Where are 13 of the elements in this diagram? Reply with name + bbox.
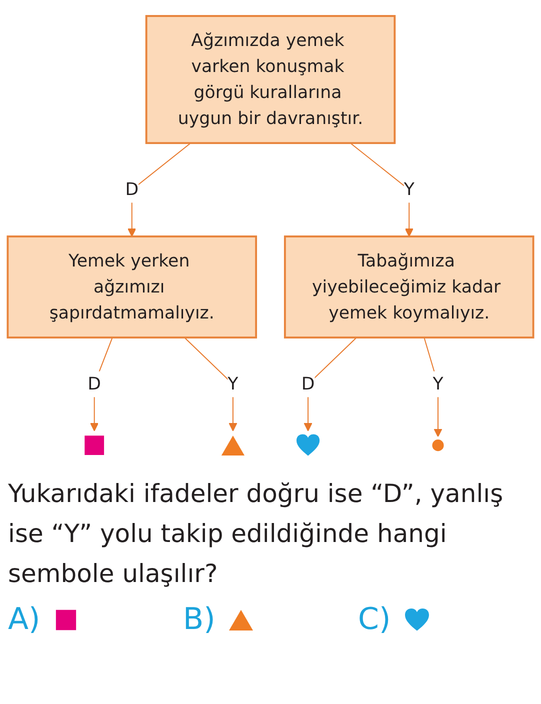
answer-option-letter: A) <box>8 602 40 637</box>
edge-label: Y <box>404 180 414 200</box>
node-box: Tabağımıza yiyebileceğimiz kadar yemek koymalıyız. <box>284 235 534 338</box>
edge-label: Y <box>228 374 238 394</box>
node-box: Ağzımızda yemek varken konuşmak görgü kurallarına uygun bir davranıştır. <box>145 15 396 144</box>
edge-label: D <box>125 180 139 200</box>
edge-label: D <box>88 374 102 394</box>
edge-label: Y <box>432 374 444 394</box>
edge-label: D <box>301 374 315 394</box>
answer-option-letter: B) <box>183 602 216 637</box>
answer-option-letter: C) <box>358 602 391 637</box>
question-text: Yukarıdaki ifadeler doğru ise “D”, yanlış ise “Y” yolu takip edildiğinde hangi sembole ulaşılır? <box>8 478 504 590</box>
node-box: Yemek yerken ağzımızı şapırdatmamalıyız. <box>6 235 258 338</box>
